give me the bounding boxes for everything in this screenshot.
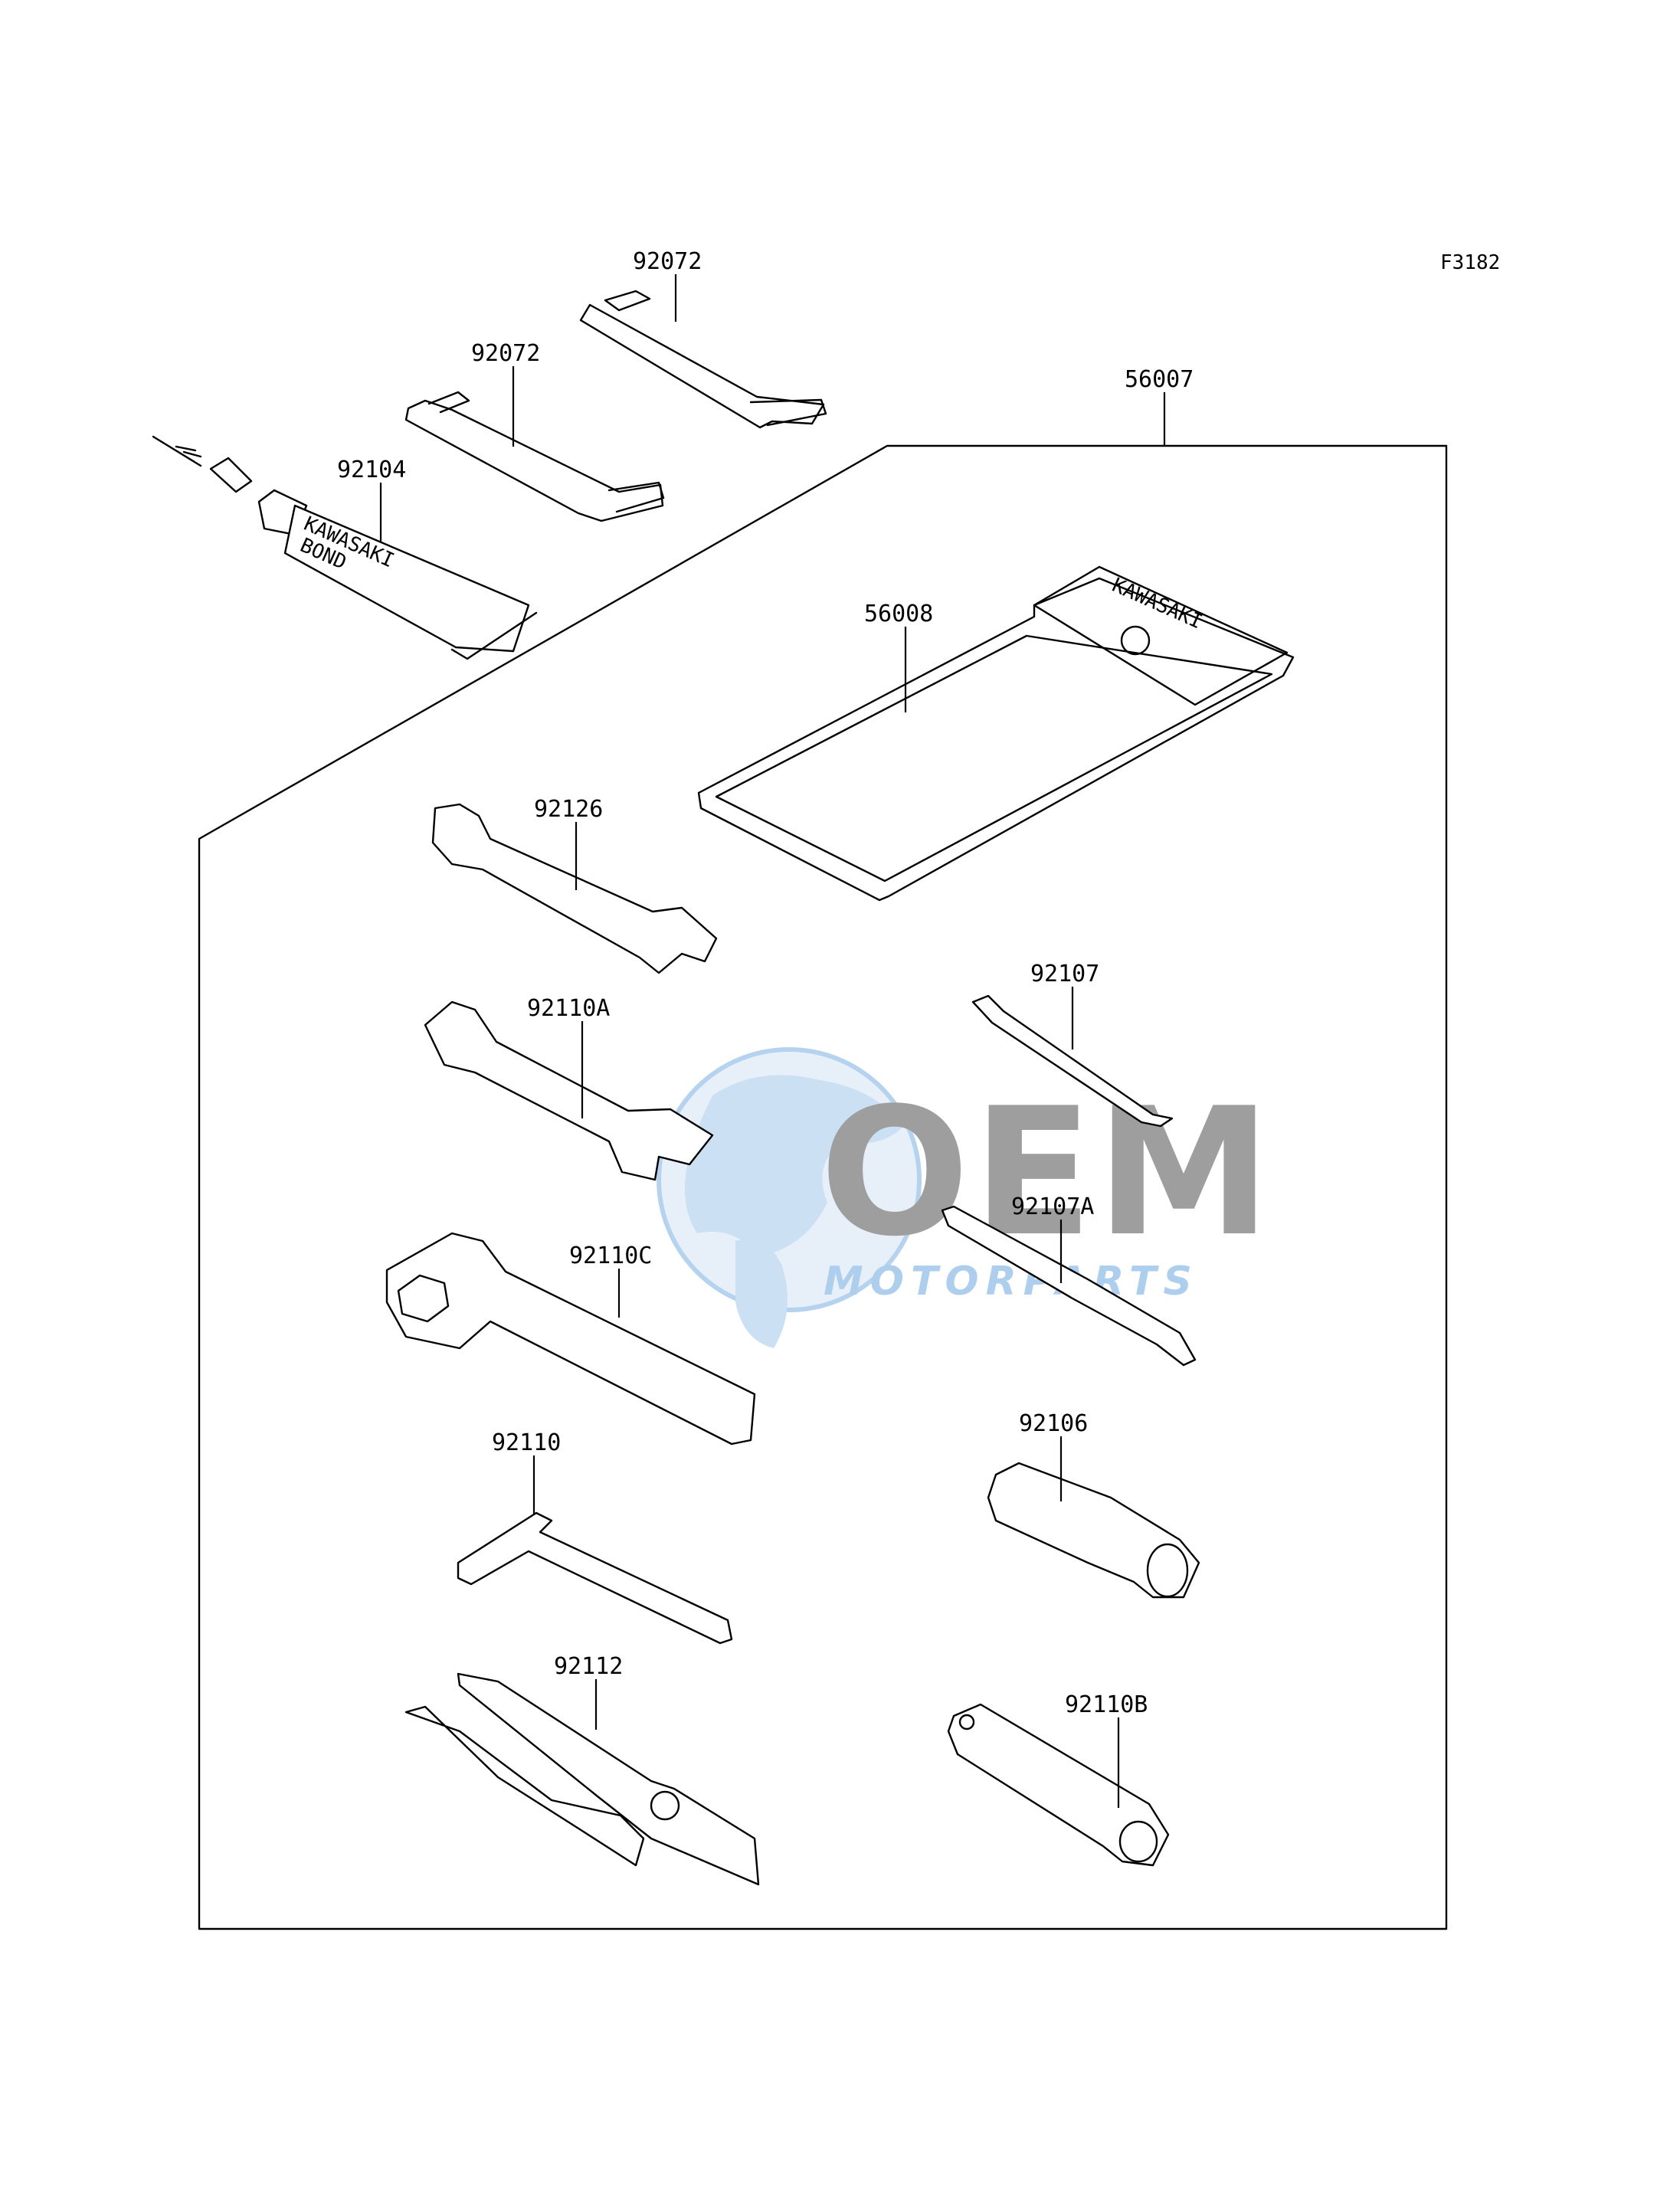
- label-strap-upper: 92072: [633, 248, 702, 275]
- watermark: OEM MOTORPARTS: [657, 1047, 1275, 1348]
- label-tool-bag: 56008: [864, 601, 933, 627]
- wrench-a: [424, 1000, 714, 1181]
- strap-lower: [404, 366, 665, 522]
- pliers: [404, 1672, 760, 1886]
- box-wrench: [385, 1232, 756, 1446]
- driver-bit: [971, 987, 1174, 1128]
- label-driver-bit: 92107: [1030, 961, 1099, 987]
- driver-bit-a: [941, 1205, 1197, 1367]
- label-strap-lower: 92072: [471, 340, 540, 367]
- label-hex-wrench: 92110: [492, 1429, 561, 1456]
- diagram-code: F3182: [1440, 251, 1500, 274]
- label-tool-kit: 56007: [1125, 366, 1194, 393]
- strap-upper: [579, 274, 827, 429]
- socket-wrench: [947, 1703, 1170, 1867]
- tool-bag: KAWASAKI: [697, 565, 1295, 902]
- hex-wrench: [457, 1455, 733, 1645]
- handle: [987, 1436, 1200, 1599]
- label-wrench: 92126: [534, 796, 603, 823]
- bond-tube: KAWASAKI BOND: [152, 435, 538, 660]
- watermark-brand: OEM: [820, 1071, 1275, 1275]
- label-driver-bit-a: 92107A: [1011, 1193, 1094, 1220]
- label-bond-tube: 92104: [337, 457, 406, 483]
- label-pliers: 92112: [554, 1653, 623, 1680]
- label-handle: 92106: [1019, 1410, 1088, 1437]
- label-socket-wrench: 92110B: [1065, 1691, 1148, 1718]
- watermark-subtitle: MOTORPARTS: [824, 1259, 1199, 1305]
- label-box-wrench: 92110C: [569, 1243, 652, 1269]
- label-wrench-a: 92110A: [527, 995, 610, 1022]
- wrench: [431, 803, 718, 974]
- tool-kit-outline: [198, 444, 1448, 1930]
